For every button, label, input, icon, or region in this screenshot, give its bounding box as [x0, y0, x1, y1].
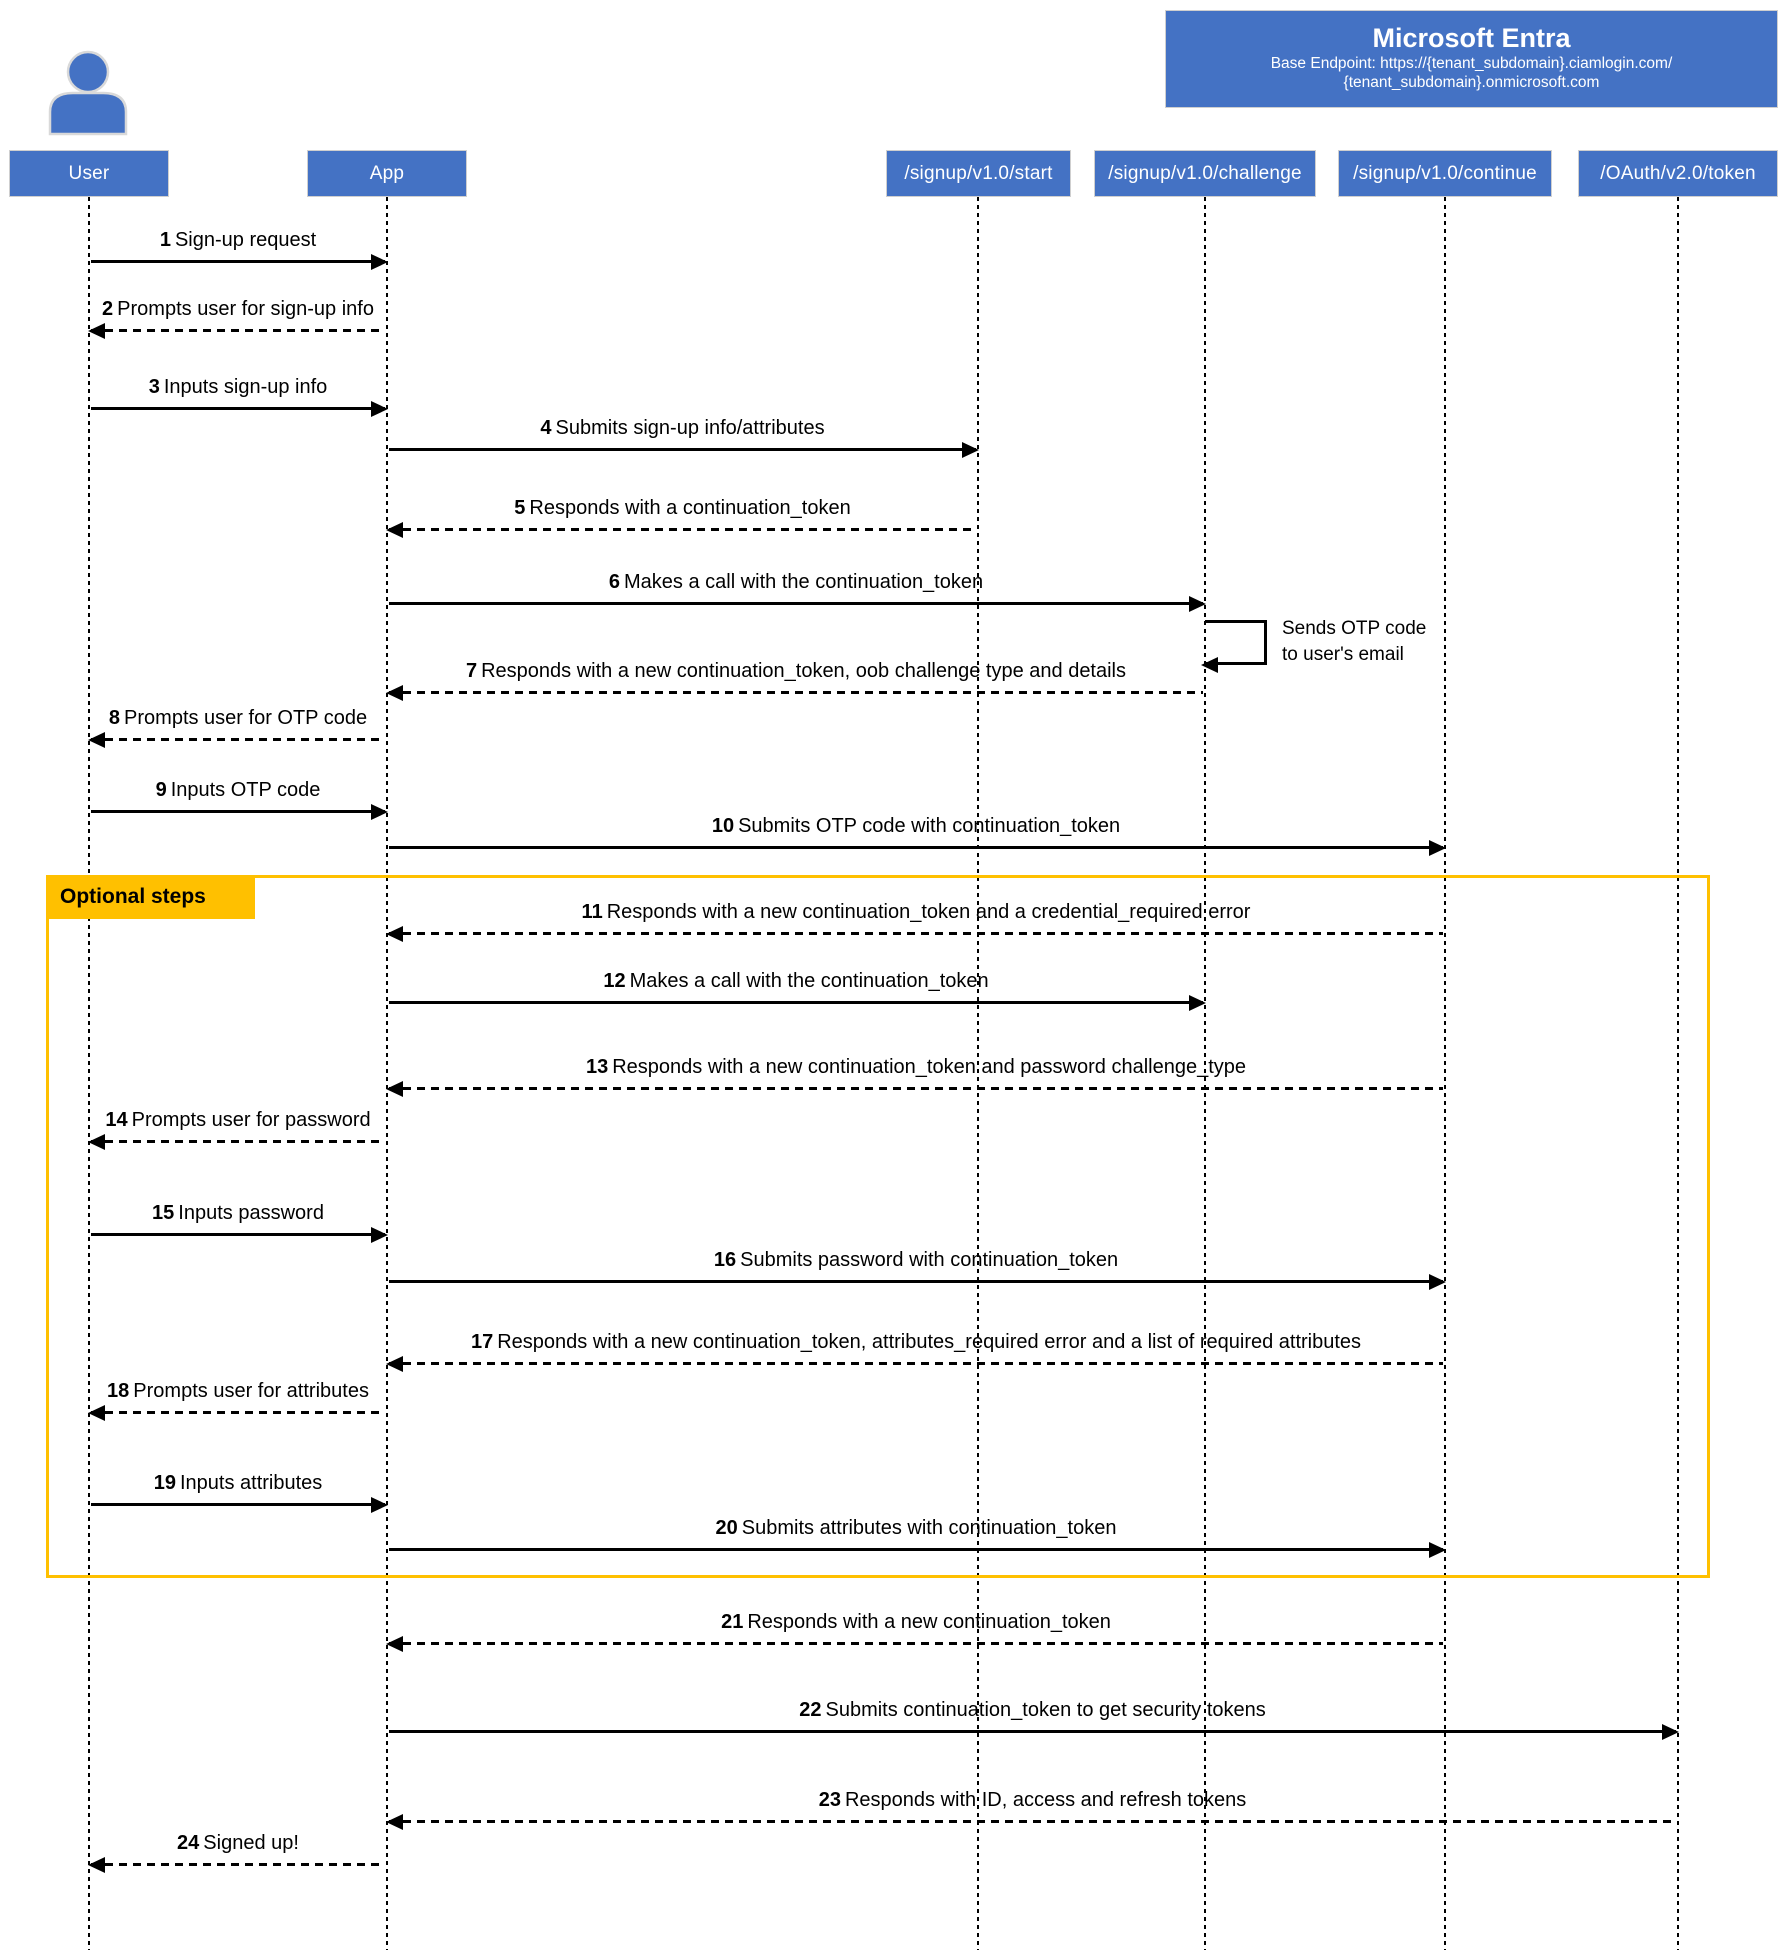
- message-arrowhead-20: [1429, 1542, 1446, 1558]
- message-line-24: [91, 1863, 385, 1866]
- entra-header-box: Microsoft Entra Base Endpoint: https://{…: [1165, 10, 1778, 108]
- message-arrowhead-6: [1189, 596, 1206, 612]
- message-arrowhead-7: [386, 685, 403, 701]
- message-arrowhead-1: [371, 254, 388, 270]
- message-line-1: [91, 260, 385, 263]
- message-line-14: [91, 1140, 385, 1143]
- message-arrowhead-12: [1189, 995, 1206, 1011]
- message-arrowhead-16: [1429, 1274, 1446, 1290]
- actor-box-token: /OAuth/v2.0/token: [1578, 150, 1778, 197]
- self-message-arrowhead: [1201, 657, 1218, 673]
- entra-base-endpoint-line1: Base Endpoint: https://{tenant_subdomain…: [1270, 55, 1673, 72]
- actor-box-challenge: /signup/v1.0/challenge: [1094, 150, 1316, 197]
- message-arrowhead-14: [88, 1134, 105, 1150]
- message-arrowhead-2: [88, 323, 105, 339]
- message-line-18: [91, 1411, 385, 1414]
- message-arrowhead-19: [371, 1497, 388, 1513]
- lifeline-challenge: [1204, 197, 1206, 1950]
- self-message-line2: to user's email: [1282, 644, 1404, 665]
- person-icon: [40, 30, 136, 143]
- actor-box-start: /signup/v1.0/start: [886, 150, 1071, 197]
- message-line-20: [389, 1548, 1443, 1551]
- message-line-13: [389, 1087, 1443, 1090]
- self-message-line1: Sends OTP code: [1282, 618, 1427, 639]
- message-line-22: [389, 1730, 1676, 1733]
- message-line-16: [389, 1280, 1443, 1283]
- message-line-8: [91, 738, 385, 741]
- message-arrowhead-23: [386, 1814, 403, 1830]
- optional-steps-label: Optional steps: [46, 875, 255, 919]
- actor-box-app: App: [307, 150, 467, 197]
- message-arrowhead-24: [88, 1857, 105, 1873]
- message-arrowhead-18: [88, 1405, 105, 1421]
- self-message-loop: [1201, 620, 1267, 673]
- optional-steps-box: Optional steps: [46, 875, 1710, 1578]
- actor-box-continue: /signup/v1.0/continue: [1338, 150, 1552, 197]
- message-arrowhead-15: [371, 1227, 388, 1243]
- message-arrowhead-5: [386, 522, 403, 538]
- message-line-23: [389, 1820, 1676, 1823]
- message-arrowhead-11: [386, 926, 403, 942]
- message-arrowhead-10: [1429, 840, 1446, 856]
- message-line-2: [91, 329, 385, 332]
- self-message-label: Sends OTP code to user's email: [1282, 616, 1426, 668]
- message-arrowhead-13: [386, 1081, 403, 1097]
- message-arrowhead-4: [962, 442, 979, 458]
- message-arrowhead-21: [386, 1636, 403, 1652]
- message-arrowhead-8: [88, 732, 105, 748]
- entra-title: Microsoft Entra: [1372, 23, 1571, 53]
- message-line-6: [389, 602, 1203, 605]
- message-line-11: [389, 932, 1443, 935]
- message-line-3: [91, 407, 385, 410]
- message-arrowhead-17: [386, 1356, 403, 1372]
- message-line-5: [389, 528, 976, 531]
- message-line-4: [389, 448, 976, 451]
- message-line-15: [91, 1233, 385, 1236]
- message-arrowhead-22: [1662, 1724, 1679, 1740]
- lifeline-app: [386, 197, 388, 1950]
- message-arrowhead-9: [371, 804, 388, 820]
- lifeline-user: [88, 197, 90, 1950]
- message-line-10: [389, 846, 1443, 849]
- actor-box-user: User: [9, 150, 169, 197]
- message-line-7: [389, 691, 1203, 694]
- entra-base-endpoint-line2: {tenant_subdomain}.onmicrosoft.com: [1343, 74, 1600, 91]
- message-line-21: [389, 1642, 1443, 1645]
- lifeline-token: [1677, 197, 1679, 1950]
- message-line-9: [91, 810, 385, 813]
- message-line-17: [389, 1362, 1443, 1365]
- message-arrowhead-3: [371, 401, 388, 417]
- message-line-12: [389, 1001, 1203, 1004]
- lifeline-continue: [1444, 197, 1446, 1950]
- lifeline-start: [977, 197, 979, 1950]
- message-line-19: [91, 1503, 385, 1506]
